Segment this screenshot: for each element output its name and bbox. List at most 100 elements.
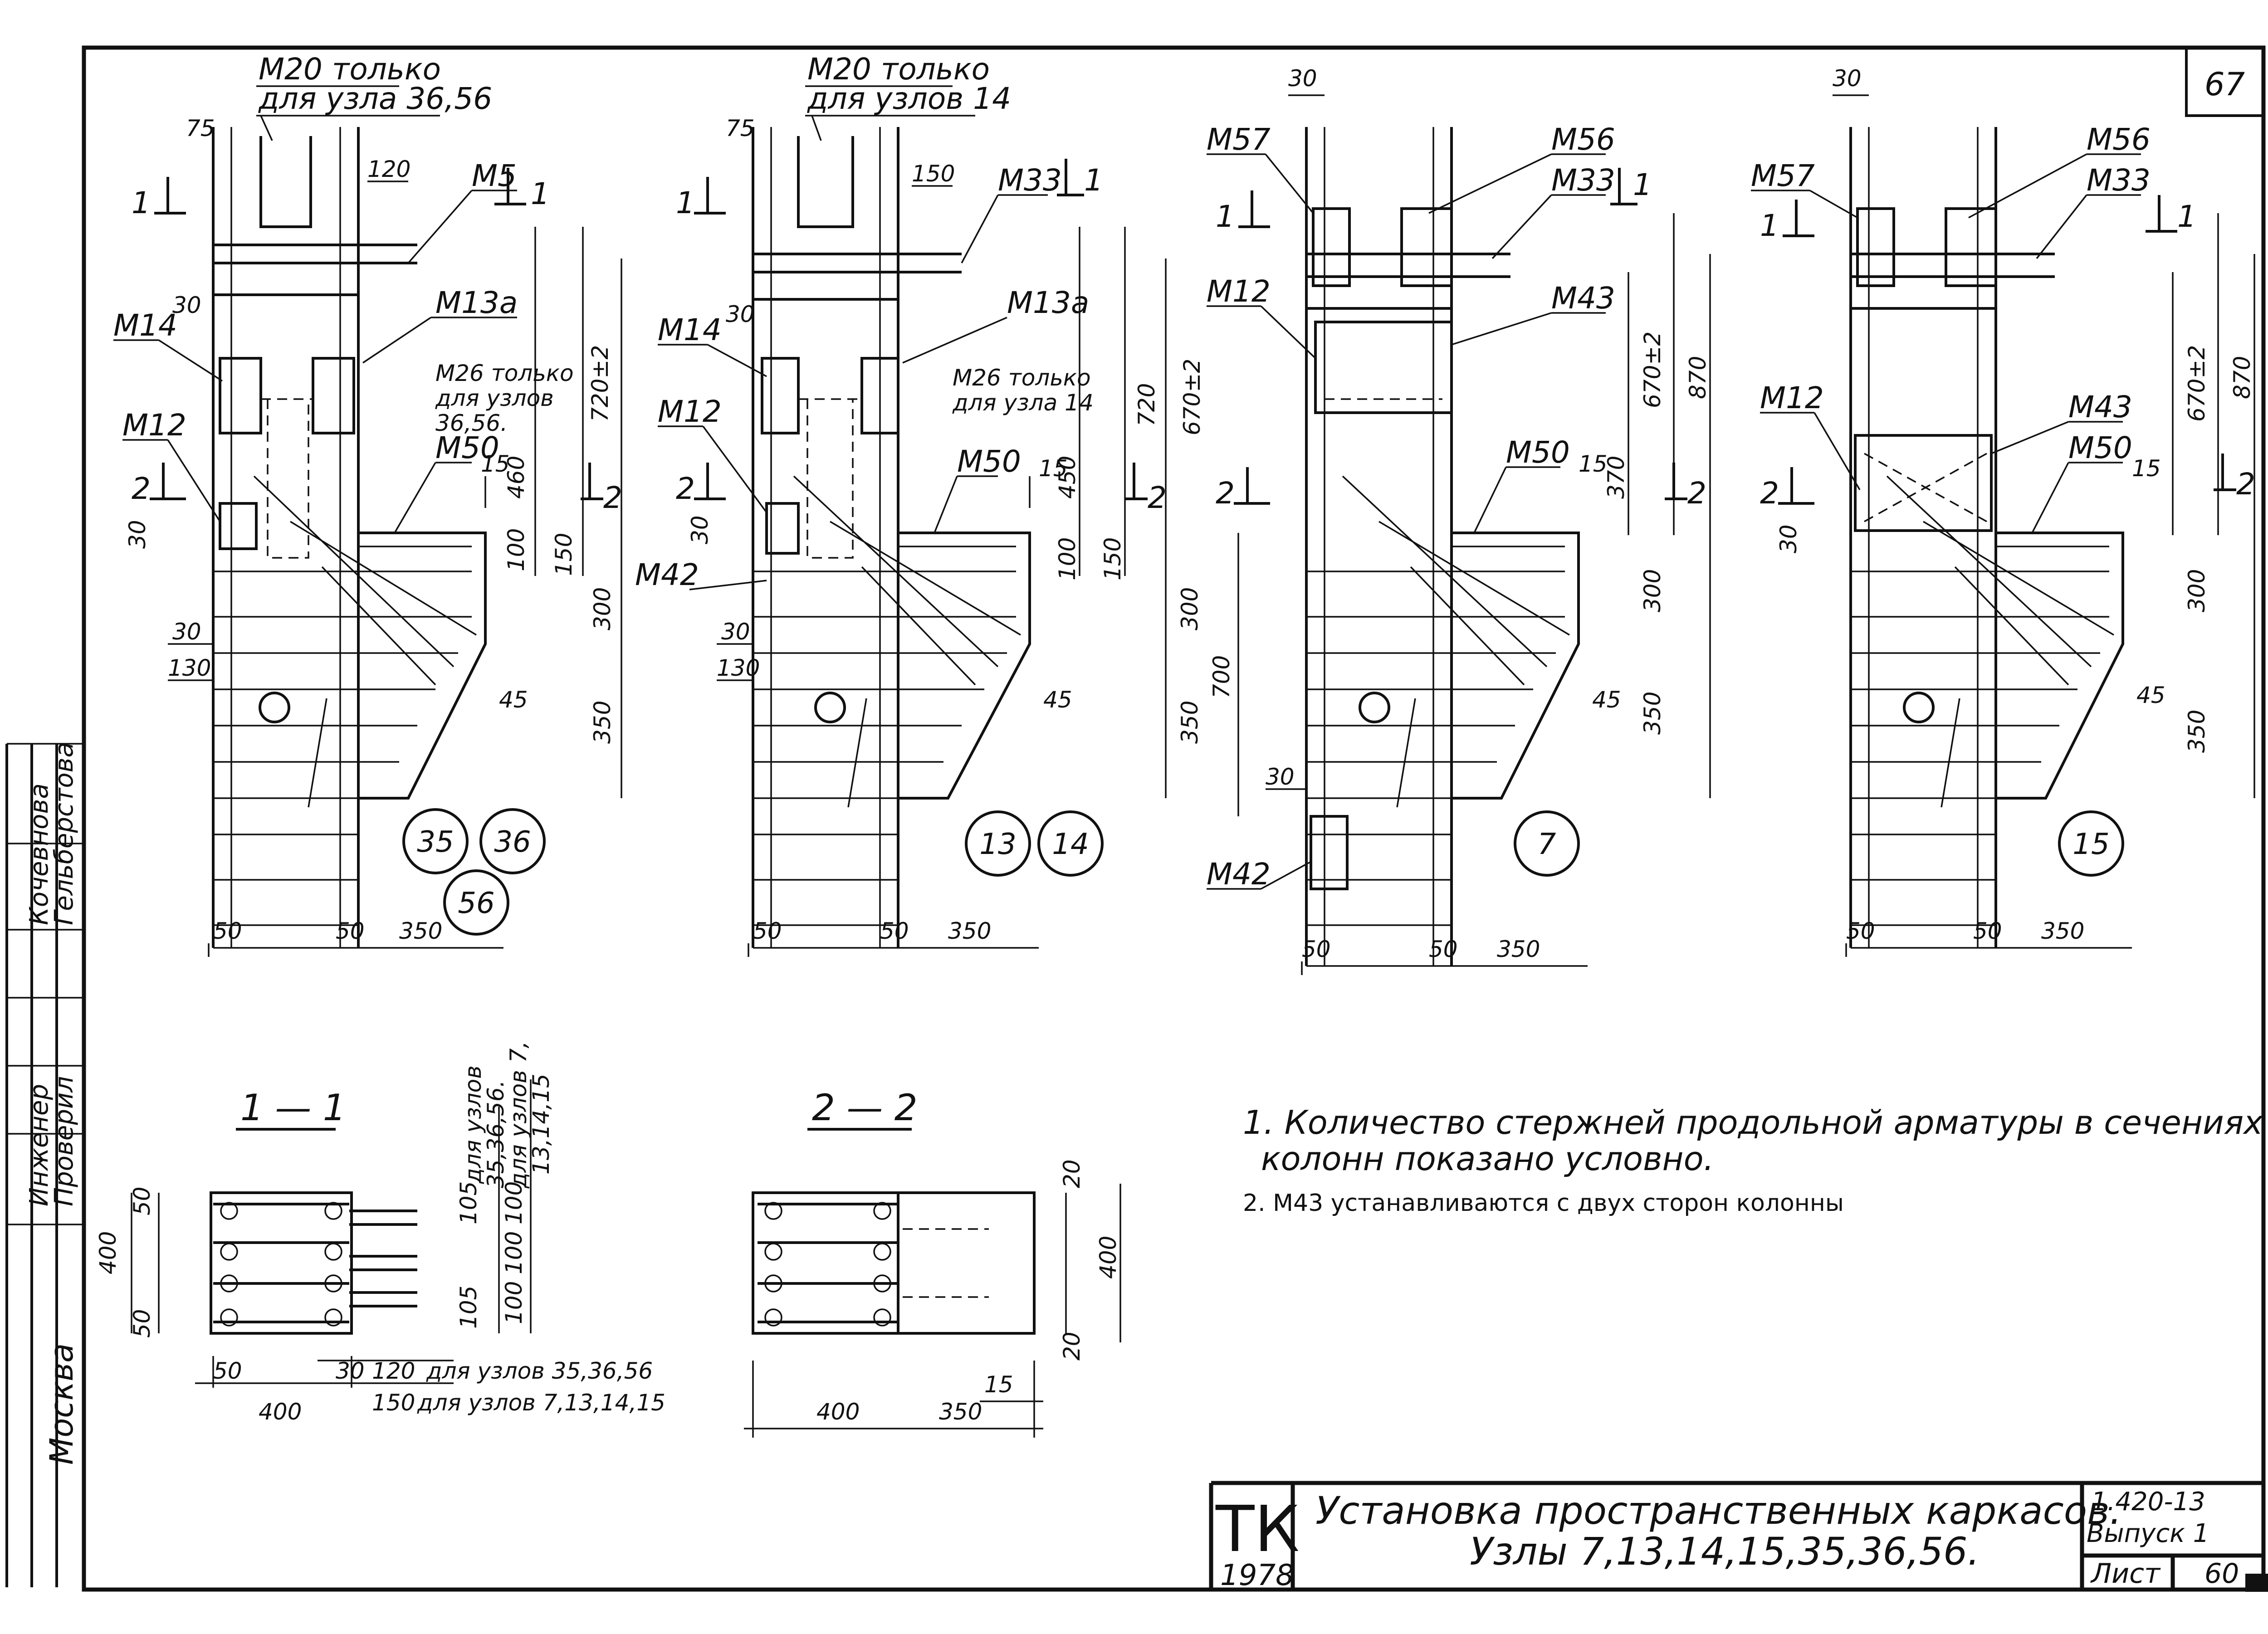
dim-l-4: 30 <box>172 619 201 645</box>
title-line-2: Узлы 7,13,14,15,35,36,56. <box>1470 1529 1980 1574</box>
section-mark-2-left: 2 <box>676 471 695 506</box>
dim: 15 <box>984 1371 1013 1398</box>
dim-b-2: 350 <box>1497 936 1540 962</box>
node-circle <box>402 808 469 874</box>
detail-node-13-14: М20 только для узлов 14 М33 М13а М14 М12… <box>635 52 1205 957</box>
mark-m56: М56 <box>2087 122 2151 157</box>
dim-r-0: 670±2 <box>2184 345 2210 422</box>
dim-r-8: 45 <box>1043 687 1072 713</box>
mark-m50: М50 <box>2068 430 2132 465</box>
dim-r-1: 670±2 <box>1179 359 1205 435</box>
stamp-name-2: Гельберстова <box>49 742 79 925</box>
dim-b-1: 50 <box>880 918 909 944</box>
mark-m26-a: М26 только <box>953 365 1091 391</box>
stamp-name-1: Кочевнова <box>24 783 54 925</box>
dim-r-6: 300 <box>1177 587 1203 630</box>
mark-m12: М12 <box>122 408 186 443</box>
stamp-checked: Проверил <box>49 1076 79 1206</box>
mark-m26-b: для узлов <box>435 385 554 411</box>
dim: 50 <box>129 1186 155 1215</box>
note: 35,36,56. <box>483 1080 509 1188</box>
title-block: ТК 1978 Установка пространственных карка… <box>1209 1481 2268 1592</box>
detail-node-35-36-56: М20 только для узла 36,56 М5 М13а М14 М1… <box>113 52 622 957</box>
dim-r-2: 15 <box>1579 451 1608 477</box>
dim-l-5: 130 <box>717 655 760 681</box>
section-1-1: 1 — 1 400 50 50 50 30 400 120 150 105 10… <box>95 1041 665 1425</box>
dim-r-3: 150 <box>551 533 577 576</box>
dim-b-1: 50 <box>1429 936 1458 962</box>
node-circle <box>965 810 1031 877</box>
top-note-line-1: М20 только <box>259 52 441 87</box>
node-label: 35 <box>417 825 454 859</box>
dim-l-1: 120 <box>367 156 411 182</box>
mark-m13a: М13а <box>435 285 518 320</box>
mark-m50: М50 <box>435 430 499 465</box>
dim-r-2: 450 <box>1054 456 1080 499</box>
section-2-2: 2 — 2 20 400 20 15 400 350 <box>744 1087 1121 1438</box>
node-circle <box>479 808 546 874</box>
mark-m33: М33 <box>2087 163 2151 198</box>
dim: 100 <box>501 1231 527 1274</box>
section-mark-2-left: 2 <box>132 471 151 506</box>
dim-r-4: 300 <box>589 587 616 630</box>
detail-node-15: М57 М56 М33 М12 М43 М50 1 1 2 2 670±2 87… <box>1751 65 2255 957</box>
section-mark-2-right: 2 <box>1687 476 1706 511</box>
note-line-3: 2. М43 устанавливаются с двух сторон кол… <box>1243 1190 1844 1217</box>
section-mark-1-right: 1 <box>2177 199 2196 234</box>
dim-r-4: 300 <box>1639 569 1666 612</box>
mark-m50: М50 <box>1506 435 1570 470</box>
dim-r-6: 15 <box>481 451 510 477</box>
dim: 105 <box>455 1181 482 1224</box>
mark-m13a: М13а <box>1007 285 1089 320</box>
dim: 20 <box>1059 1159 1085 1188</box>
dim-l-0: 75 <box>186 115 215 141</box>
dim-r-3: 15 <box>1039 455 1068 482</box>
mark-m57: М57 <box>1207 122 1271 157</box>
org-code: ТК <box>1215 1493 1300 1566</box>
note: для узлов <box>460 1065 486 1184</box>
dim-b-1: 50 <box>336 918 365 944</box>
node-circle <box>1037 810 1104 877</box>
dim-r-2: 15 <box>2132 455 2161 482</box>
section-mark-2-left: 2 <box>1216 476 1235 511</box>
dim: 30 <box>336 1358 365 1384</box>
dim-r-4: 45 <box>2136 682 2165 708</box>
dim-l-3: 30 <box>124 520 151 549</box>
section-mark-1-right: 1 <box>1633 167 1652 202</box>
node-label: 36 <box>494 825 531 859</box>
node-label: 56 <box>458 887 494 920</box>
dim-l-2: 30 <box>172 292 201 318</box>
mark-m33: М33 <box>998 163 1062 198</box>
dim-r-2: 100 <box>503 528 529 571</box>
note: для узлов 35,36,56 <box>426 1358 653 1384</box>
dim-r-5: 350 <box>2184 710 2210 753</box>
dim-r-0: 670±2 <box>1639 332 1666 408</box>
detail-node-7: М57 М56 М33 М12 М43 М50 М42 1 1 2 2 670±… <box>1207 65 1711 975</box>
dim-r-1: 460 <box>503 456 529 499</box>
mark-m42: М42 <box>1207 857 1271 892</box>
node-circle <box>443 869 509 936</box>
node-circle <box>1514 810 1580 877</box>
dim: 100 <box>501 1181 527 1224</box>
stamp-city: Москва <box>43 1343 80 1465</box>
dim-r-0: 720±2 <box>587 345 613 422</box>
top-note-line-2: для узла 36,56 <box>258 81 492 116</box>
dim-r-1: 870 <box>1685 356 1711 399</box>
title-line-1: Установка пространственных каркасов. <box>1315 1488 2121 1533</box>
issue: Выпуск 1 <box>2087 1519 2209 1548</box>
section-mark-2-right: 2 <box>2236 467 2255 502</box>
dim-l-0: 30 <box>1833 65 1862 92</box>
mark-m14: М14 <box>658 312 722 347</box>
dim-r-5: 350 <box>1639 692 1666 735</box>
dim-b-2: 350 <box>948 918 991 944</box>
mark-m56: М56 <box>1551 122 1615 157</box>
stamp-engineer: Инженер <box>24 1084 54 1206</box>
sheet-label: Лист <box>2090 1558 2161 1590</box>
top-note-line-1: М20 только <box>807 52 990 87</box>
section-mark-1-right: 1 <box>1084 163 1103 198</box>
dim-r-0: 720 <box>1134 383 1160 426</box>
dim: 50 <box>213 1358 242 1384</box>
dim-l-5: 130 <box>168 655 211 681</box>
dim-r-7: 350 <box>1177 701 1203 744</box>
top-note-line-2: для узлов 14 <box>807 81 1011 116</box>
